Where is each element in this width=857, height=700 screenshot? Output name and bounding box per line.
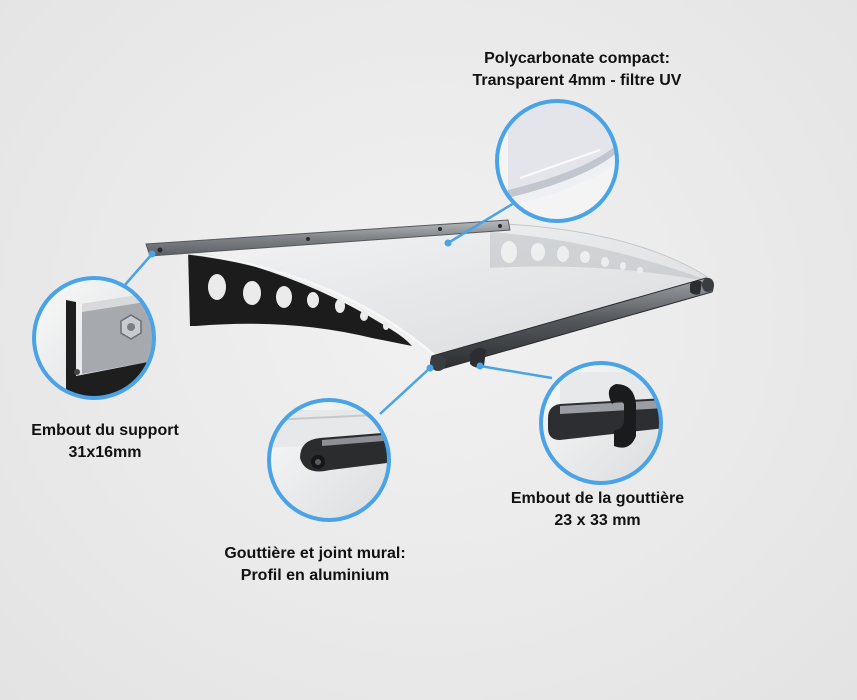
callout-label-gutter-end: Embout de la gouttière 23 x 33 mm [480,488,715,532]
callout-label-gutter-profile: Gouttière et joint mural: Profil en alum… [190,543,440,587]
leader-line-gutter-profile [379,367,431,415]
zoom-circle-gutter-end [539,361,663,485]
side-bracket-right [490,232,712,282]
leader-line-support [123,253,153,287]
callout-label-support-end: Embout du support 31x16mm [0,420,210,464]
gutter-rail [430,277,714,371]
zoom-circle-polycarbonate [495,99,619,223]
callout-gutter-end-line2: 23 x 33 mm [554,512,641,529]
wall-rail [145,219,511,257]
zoom-circle-support-end [32,276,156,400]
leader-line-polycarbonate [447,198,520,245]
leader-line-gutter-end [479,364,553,380]
callout-support-line1: Embout du support [31,422,179,439]
callout-label-polycarbonate: Polycarbonate compact: Transparent 4mm -… [432,48,722,92]
callout-polycarbonate-line1: Polycarbonate compact: [484,50,670,67]
callout-gutter-profile-line2: Profil en aluminium [240,567,390,584]
callout-polycarbonate-line2: Transparent 4mm - filtre UV [472,72,682,89]
callout-gutter-end-line1: Embout de la gouttière [510,490,685,507]
callout-support-line2: 31x16mm [68,444,142,461]
zoom-circle-gutter-profile [267,398,391,522]
side-bracket-left [188,250,412,346]
callout-gutter-profile-line1: Gouttière et joint mural: [224,545,406,562]
